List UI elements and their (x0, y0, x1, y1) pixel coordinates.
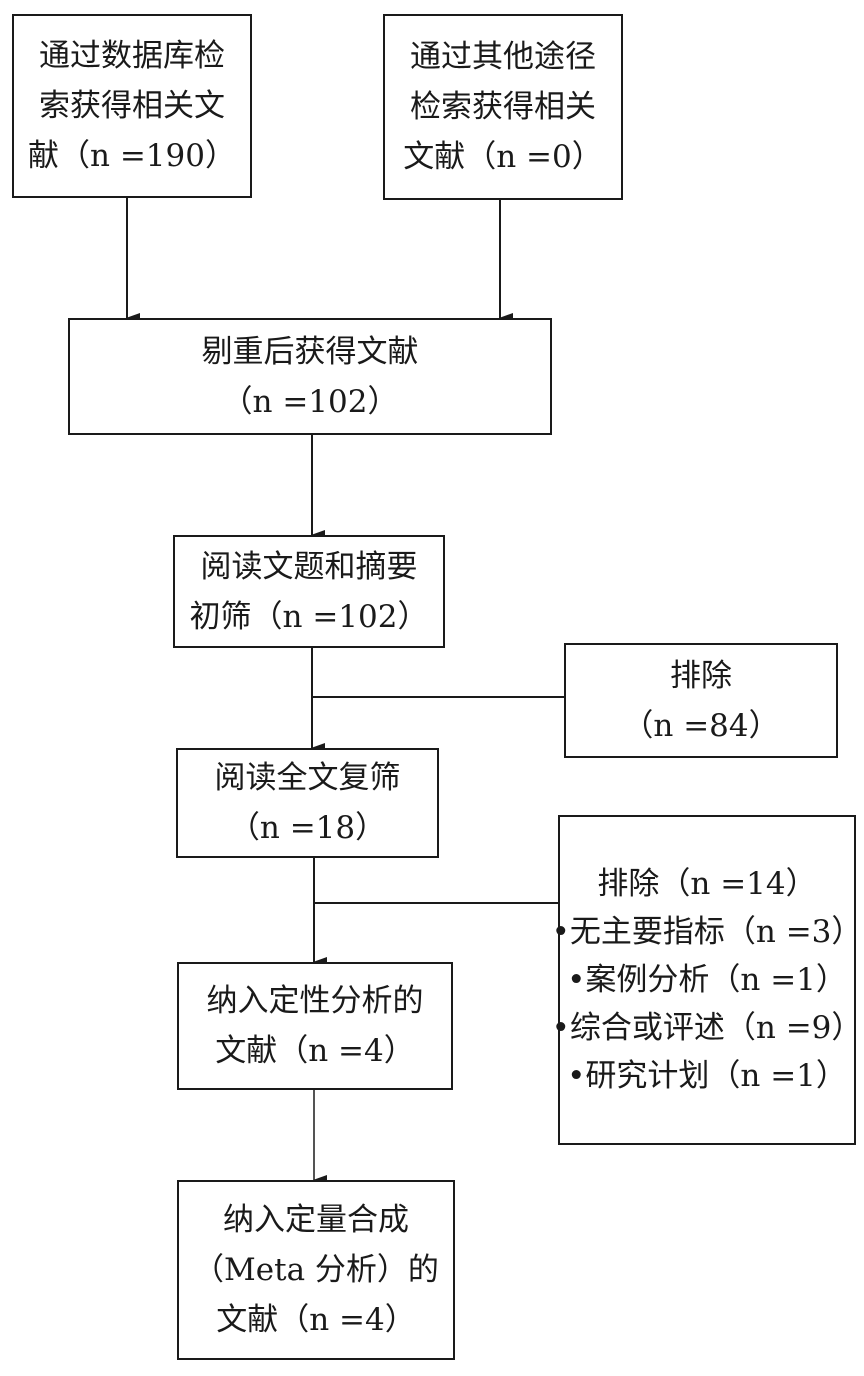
node-line: •案例分析（n =1） (567, 962, 847, 998)
node-line: 剔重后获得文献 (201, 333, 419, 370)
node-line: 排除 (670, 657, 732, 694)
node-excluded-first: 排除 （n =84） (564, 643, 838, 758)
node-line: 阅读全文复筛 (214, 760, 401, 796)
node-line: 文献（n =4） (215, 1033, 415, 1069)
node-line: 纳入定量合成 (223, 1202, 409, 1238)
node-after-dedup: 剔重后获得文献 （n =102） (68, 318, 552, 435)
node-qualitative-included: 纳入定性分析的 文献（n =4） (177, 962, 453, 1090)
node-line: 阅读文题和摘要 (200, 548, 418, 585)
node-line: 初筛（n =102） (189, 598, 429, 635)
node-line: 排除（n =14） (597, 866, 817, 902)
node-line: 索获得相关文 (39, 88, 225, 124)
node-line: 通过其他途径 (410, 39, 596, 75)
node-line: 纳入定性分析的 (206, 983, 424, 1019)
node-line: •综合或评述（n =9） (551, 1010, 863, 1046)
node-title-abstract-screen: 阅读文题和摘要 初筛（n =102） (173, 535, 445, 648)
node-quantitative-included: 纳入定量合成 （Meta 分析）的 文献（n =4） (177, 1180, 455, 1360)
node-line: •无主要指标（n =3） (551, 914, 863, 950)
node-fulltext-screen: 阅读全文复筛 （n =18） (176, 748, 439, 858)
node-excluded-second: 排除（n =14） •无主要指标（n =3） •案例分析（n =1） •综合或评… (552, 815, 862, 1145)
node-line: 通过数据库检 (39, 38, 225, 74)
node-line: 文献（n =4） (216, 1302, 416, 1338)
node-line: 献（n =190） (28, 138, 236, 174)
node-database-search: 通过数据库检 索获得相关文 献（n =190） (12, 14, 252, 198)
node-line: （n =102） (221, 383, 399, 420)
node-line: （Meta 分析）的 (193, 1252, 439, 1288)
node-line: 文献（n =0） (403, 139, 603, 175)
node-line: •研究计划（n =1） (567, 1058, 847, 1094)
node-line: 检索获得相关 (410, 89, 596, 125)
node-line: （n =18） (228, 810, 387, 846)
node-line: （n =84） (622, 707, 780, 744)
node-other-search: 通过其他途径 检索获得相关 文献（n =0） (383, 14, 623, 200)
